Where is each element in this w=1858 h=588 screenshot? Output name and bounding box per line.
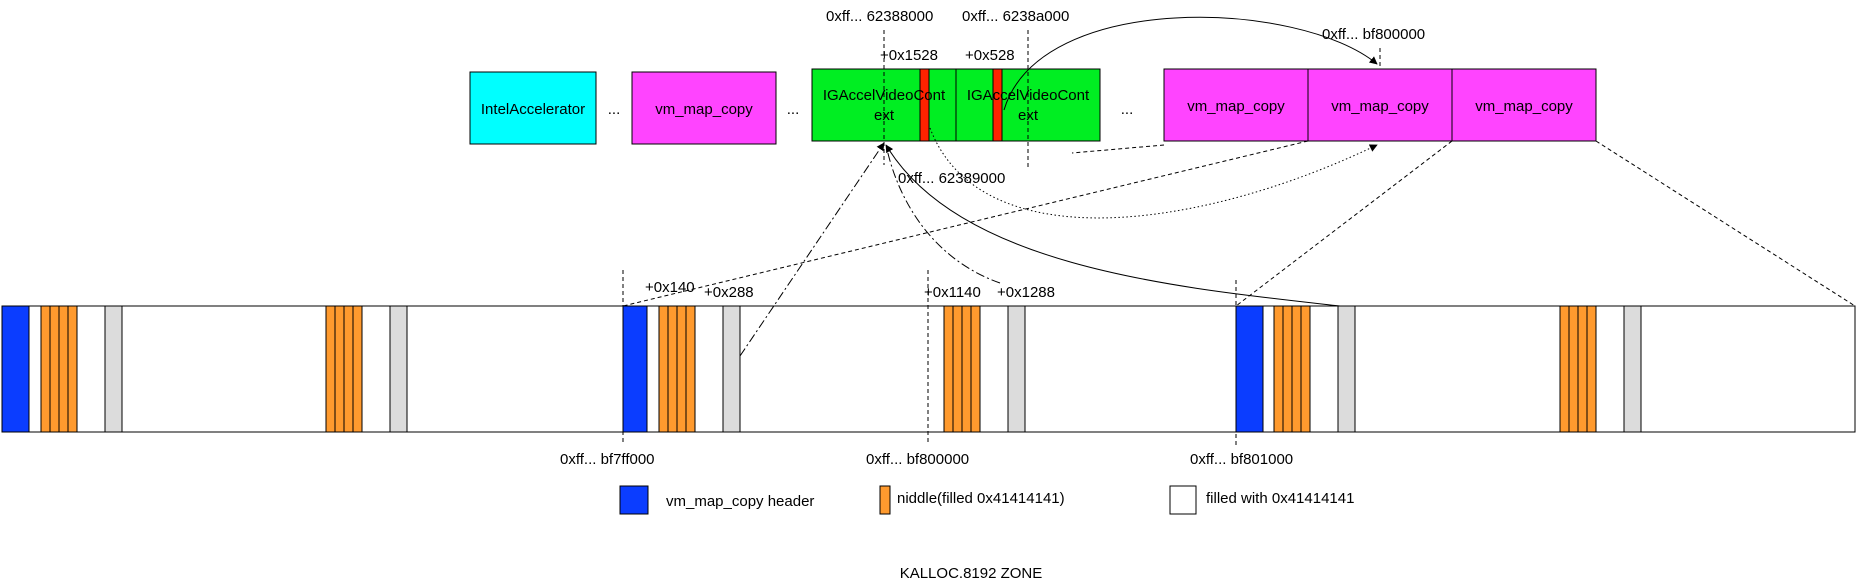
dotted-arrow	[929, 127, 1378, 219]
zoom-line-right	[1595, 140, 1856, 307]
offset-528-label: +0x528	[965, 47, 1015, 64]
vm-map-copy-box-left	[631, 71, 777, 145]
page3-niddle-3	[1291, 305, 1302, 433]
page3b-niddle-4	[1586, 305, 1597, 433]
gray-block-2	[722, 305, 741, 433]
page3-niddle-2	[1282, 305, 1293, 433]
page1b-niddle-1	[325, 305, 336, 433]
offset-1528-label: +0x1528	[880, 47, 938, 64]
addr-bf801000-label: 0xff... bf801000	[1190, 451, 1293, 468]
page2b-niddle-1	[943, 305, 954, 433]
solid-arrow-to-igaccel	[885, 144, 1341, 307]
addr-bf800000-label: 0xff... bf800000	[866, 451, 969, 468]
header-block-2	[622, 305, 648, 433]
page1b-niddle-2	[334, 305, 345, 433]
page3-niddle-1	[1273, 305, 1284, 433]
page3b-niddle-1	[1559, 305, 1570, 433]
ellipsis-1: ...	[608, 101, 621, 118]
zoom-line-top-left	[1071, 144, 1165, 154]
vm-map-copy-label-right-3: vm_map_copy	[1475, 98, 1573, 115]
dashdot-arrow-from-1288	[885, 144, 1001, 284]
page2-niddle-2	[667, 305, 678, 433]
legend-swatch-header	[619, 485, 649, 515]
solid-arrow-top	[1003, 16, 1378, 111]
vm-map-copy-label-right-1: vm_map_copy	[1187, 98, 1285, 115]
page1-niddle-2	[49, 305, 60, 433]
legend-label-header: vm_map_copy header	[666, 493, 814, 510]
page3b-niddle-3	[1577, 305, 1588, 433]
gray-block-1	[104, 305, 123, 433]
legend-swatch-filled	[1169, 485, 1197, 515]
gray-block-3b	[1623, 305, 1642, 433]
addr-62389000-label: 0xff... 62389000	[898, 170, 1005, 187]
page1-niddle-1	[40, 305, 51, 433]
zone-blocks	[1, 305, 1642, 433]
intel-accelerator-label: IntelAccelerator	[481, 101, 585, 118]
page2-niddle-4	[685, 305, 696, 433]
zone-title: KALLOC.8192 ZONE	[900, 565, 1043, 582]
red-marker-1	[919, 68, 930, 142]
intel-accelerator-box	[469, 71, 597, 145]
page3-niddle-4	[1300, 305, 1311, 433]
page1-niddle-4	[67, 305, 78, 433]
page3b-niddle-2	[1568, 305, 1579, 433]
gray-block-3	[1337, 305, 1356, 433]
ellipsis-3: ...	[1121, 101, 1134, 118]
vm-map-copy-box-right-1	[1163, 68, 1309, 142]
offset-1288-label: +0x1288	[997, 284, 1055, 301]
page1b-niddle-4	[352, 305, 363, 433]
vm-map-copy-label-right-2: vm_map_copy	[1331, 98, 1429, 115]
zoom-line-left	[622, 140, 1309, 307]
zoom-line-mid	[1235, 140, 1453, 307]
page2b-niddle-4	[970, 305, 981, 433]
addr-62388000-label: 0xff... 62388000	[826, 8, 933, 25]
legend-swatch-niddle	[879, 485, 891, 515]
offset-288-label: +0x288	[704, 284, 754, 301]
addr-6238a000-label: 0xff... 6238a000	[962, 8, 1069, 25]
vm-map-copy-label-left: vm_map_copy	[655, 101, 753, 118]
page2b-niddle-3	[961, 305, 972, 433]
addr-bf7ff000-label: 0xff... bf7ff000	[560, 451, 655, 468]
dashdot-arrow-from-288	[739, 142, 885, 357]
page2-niddle-3	[676, 305, 687, 433]
offset-140-label: +0x140	[645, 279, 695, 296]
legend-label-filled: filled with 0x41414141	[1206, 490, 1354, 507]
gray-block-2b	[1007, 305, 1026, 433]
page1-niddle-3	[58, 305, 69, 433]
page2-niddle-1	[658, 305, 669, 433]
legend-label-niddle: niddle(filled 0x41414141)	[897, 490, 1065, 507]
page1b-niddle-3	[343, 305, 354, 433]
page2b-niddle-2	[952, 305, 963, 433]
header-block-3	[1235, 305, 1264, 433]
gray-block-1b	[389, 305, 408, 433]
ellipsis-2: ...	[787, 101, 800, 118]
red-marker-2	[992, 68, 1003, 142]
offset-1140-label: +0x1140	[924, 284, 981, 301]
header-block-1	[1, 305, 30, 433]
vm-map-copy-box-right-3	[1451, 68, 1597, 142]
vm-map-copy-box-right-2	[1307, 68, 1453, 142]
addr-bf800000-top-label: 0xff... bf800000	[1322, 26, 1425, 43]
